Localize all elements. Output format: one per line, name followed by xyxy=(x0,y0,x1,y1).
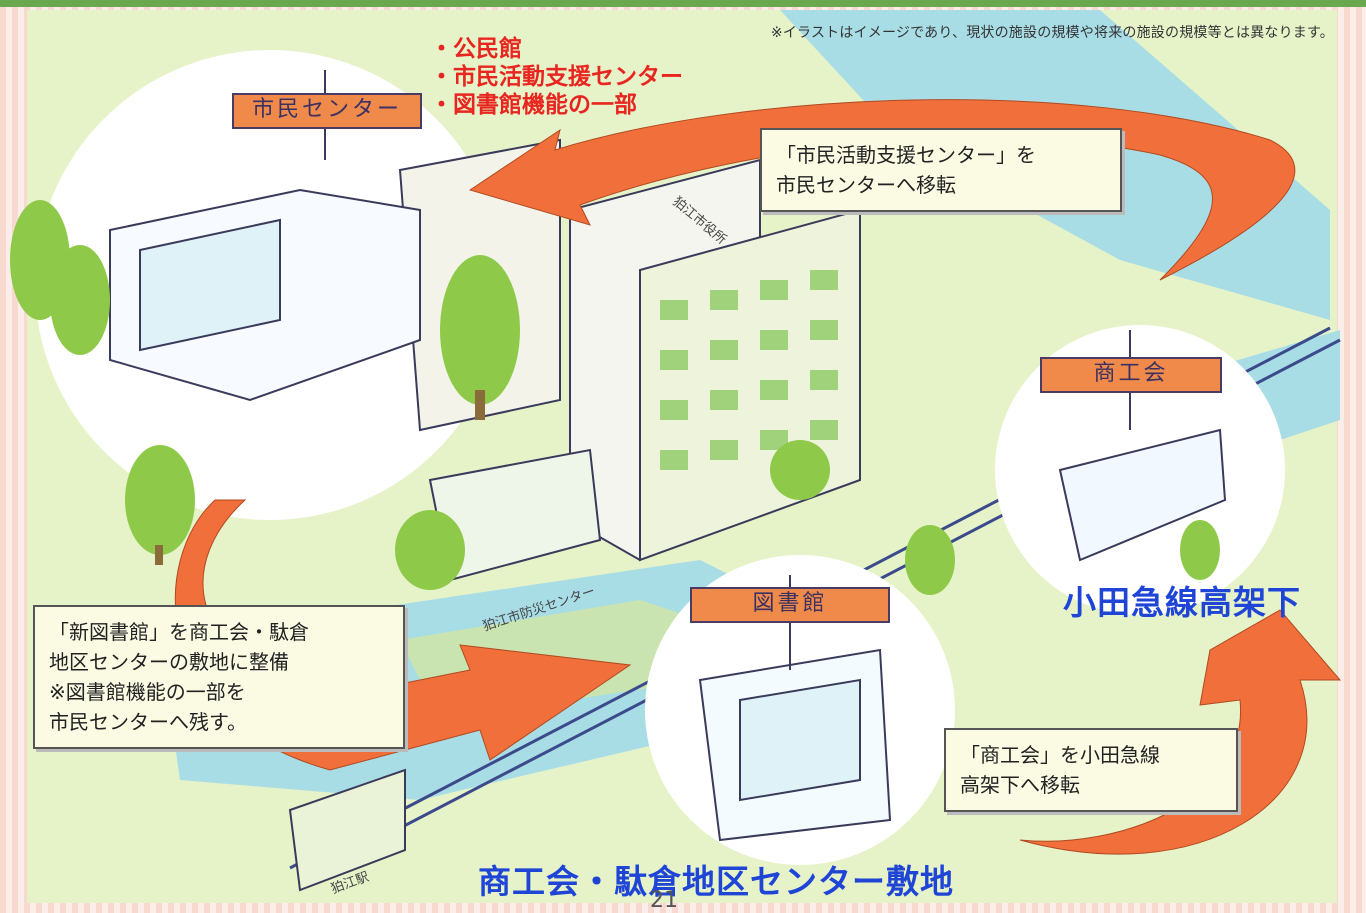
library-building xyxy=(698,648,892,842)
callout-move-commerce: 「商工会」を小田急線 高架下へ移転 xyxy=(944,728,1238,812)
callout-line: 市民センターへ残す。 xyxy=(49,710,247,734)
top-bar xyxy=(0,0,1366,7)
site-label: 商工会・駄倉地区センター敷地 xyxy=(478,862,954,901)
citizen-center-building xyxy=(109,188,421,402)
function-item: 図書館機能の一部 xyxy=(430,91,683,119)
library-sign: 図書館 xyxy=(690,587,890,623)
city-hall-windows xyxy=(660,270,838,470)
callout-move-support: 「市民活動支援センター」を 市民センターへ移転 xyxy=(760,128,1122,212)
commerce-building xyxy=(1058,428,1227,562)
callout-new-library: 「新図書館」を商工会・駄倉 地区センターの敷地に整備 ※図書館機能の一部を 市民… xyxy=(33,605,405,749)
odakyu-label: 小田急線高架下 xyxy=(1063,583,1301,622)
callout-line: 地区センターの敷地に整備 xyxy=(49,650,289,674)
callout-line: 高架下へ移転 xyxy=(960,773,1080,797)
callout-line: 市民センターへ移転 xyxy=(776,173,956,197)
callout-line: ※図書館機能の一部を xyxy=(49,680,246,704)
page-number: 21 xyxy=(650,888,678,913)
commerce-sign: 商工会 xyxy=(1040,357,1222,393)
tree-trunks xyxy=(155,390,485,565)
function-item: 市民活動支援センター xyxy=(430,63,683,91)
trees xyxy=(10,200,1220,595)
callout-line: 「商工会」を小田急線 xyxy=(960,743,1160,767)
function-item: 公民館 xyxy=(430,35,683,63)
callout-line: 「市民活動支援センター」を xyxy=(776,143,1036,167)
citizen-center-sign: 市民センター xyxy=(232,93,422,129)
citizen-center-functions: 公民館 市民活動支援センター 図書館機能の一部 xyxy=(430,35,683,119)
station xyxy=(288,768,406,892)
disclaimer-note: ※イラストはイメージであり、現状の施設の規模や将来の施設の規模等とは異なります。 xyxy=(770,25,1334,41)
callout-line: 「新図書館」を商工会・駄倉 xyxy=(49,620,309,644)
